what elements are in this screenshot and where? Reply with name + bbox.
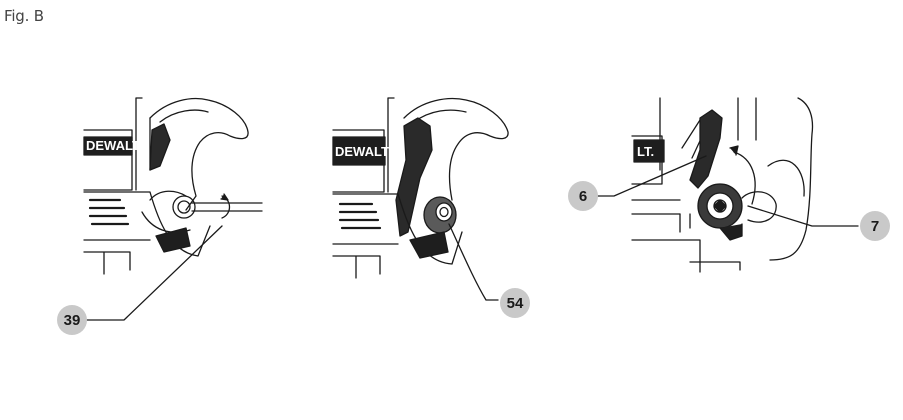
figure-title: Fig. B [4, 7, 44, 25]
brand-plate [83, 136, 133, 156]
callout-7: 7 [860, 211, 890, 241]
callout-54: 54 [500, 288, 530, 318]
panel-1-saw-view [83, 97, 263, 321]
brand-label-2: DEWALT [335, 144, 389, 159]
panel-2-saw-view [332, 97, 509, 301]
brand-label-1: DEWALT [86, 138, 140, 153]
callout-39: 39 [57, 305, 87, 335]
callout-6: 6 [568, 181, 598, 211]
panel-3-saw-view [597, 97, 859, 273]
brand-plate [633, 139, 665, 163]
brand-plate [332, 136, 386, 166]
brand-label-3: LT. [637, 144, 654, 159]
